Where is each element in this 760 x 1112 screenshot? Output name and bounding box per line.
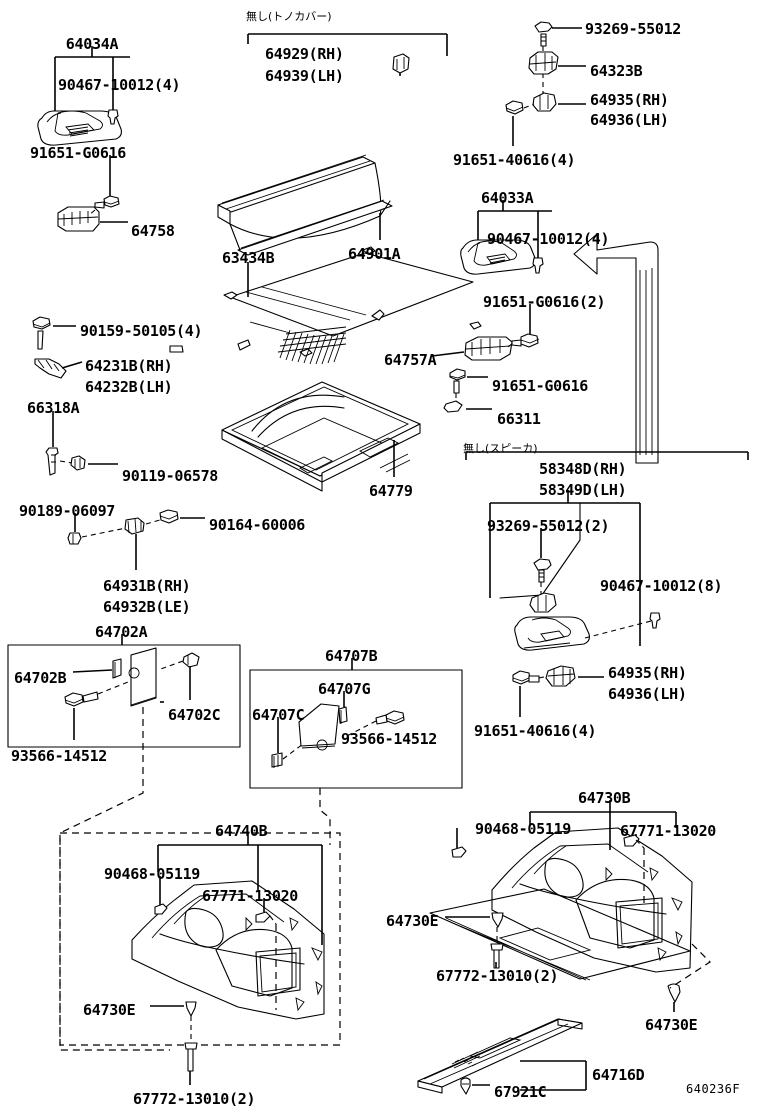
label-64707g[interactable]: 64707G <box>318 680 371 698</box>
part-64779 <box>221 381 421 492</box>
label-91651-g0616-2[interactable]: 91651-G0616(2) <box>483 293 606 311</box>
label-64932b-le[interactable]: 64932B(LE) <box>103 598 191 616</box>
label-64702c[interactable]: 64702C <box>168 706 221 724</box>
label-93566-14512b[interactable]: 93566-14512 <box>341 730 438 748</box>
group-64702a <box>7 634 241 1051</box>
label-90467-10012-4a[interactable]: 90467-10012(4) <box>58 76 181 94</box>
label-64231b-rh[interactable]: 64231B(RH) <box>85 357 173 375</box>
group-64033a <box>431 200 552 361</box>
label-64034a[interactable]: 64034A <box>65 35 119 53</box>
label-90467-10012-8[interactable]: 90467-10012(8) <box>600 577 723 595</box>
label-64779[interactable]: 64779 <box>369 482 413 500</box>
label-90189-06097[interactable]: 90189-06097 <box>19 502 116 520</box>
label-64901a[interactable]: 64901A <box>348 245 401 263</box>
flow-arrow-icon <box>573 233 659 464</box>
group-64231b <box>32 316 83 379</box>
label-91651-g0616b[interactable]: 91651-G0616 <box>492 377 589 395</box>
label-64936-lh-top[interactable]: 64936(LH) <box>590 111 669 129</box>
label-64232b-lh[interactable]: 64232B(LH) <box>85 378 173 396</box>
label-93566-14512a[interactable]: 93566-14512 <box>11 747 108 765</box>
label-67772-13010-2a[interactable]: 67772-13010(2) <box>133 1090 256 1108</box>
group-64323b <box>505 21 586 146</box>
group-64730b <box>429 800 711 1012</box>
label-64936-lh-bot[interactable]: 64936(LH) <box>608 685 687 703</box>
label-66318a[interactable]: 66318A <box>27 399 80 417</box>
label-64730e-r2[interactable]: 64730E <box>645 1016 698 1034</box>
group-64931b <box>67 509 205 570</box>
label-91651-40616-4a[interactable]: 91651-40616(4) <box>453 151 576 169</box>
label-67772-13010-2b[interactable]: 67772-13010(2) <box>436 967 559 985</box>
group-58348d <box>465 451 749 717</box>
label-64757a[interactable]: 64757A <box>384 351 437 369</box>
part-63434b <box>169 246 482 365</box>
label-64730b[interactable]: 64730B <box>578 789 631 807</box>
group-66311 <box>443 368 492 413</box>
label-58348d-rh[interactable]: 58348D(RH) <box>539 460 627 478</box>
label-58349D-lh[interactable]: 58349D(LH) <box>539 481 627 499</box>
label-64702a[interactable]: 64702A <box>95 623 148 641</box>
label-67771-13020a[interactable]: 67771-13020 <box>202 887 299 905</box>
label-64758[interactable]: 64758 <box>131 222 175 240</box>
label-64707c[interactable]: 64707C <box>252 706 305 724</box>
label-64730e-l1[interactable]: 64730E <box>83 1001 136 1019</box>
label-64702b[interactable]: 64702B <box>14 669 67 687</box>
label-90159-50105-4[interactable]: 90159-50105(4) <box>80 322 203 340</box>
label-note-speaker[interactable]: 無し(スピーカ) <box>463 442 538 455</box>
label-90467-10012-4b[interactable]: 90467-10012(4) <box>487 230 610 248</box>
label-93269-55012-2[interactable]: 93269-55012(2) <box>487 517 610 535</box>
label-67771-13020b[interactable]: 67771-13020 <box>620 822 717 840</box>
label-91651-40616-4b[interactable]: 91651-40616(4) <box>474 722 597 740</box>
label-91651-g0616a[interactable]: 91651-G0616 <box>30 144 127 162</box>
label-diagram-id[interactable]: 640236F <box>686 1082 741 1096</box>
label-64033a[interactable]: 64033A <box>481 189 534 207</box>
group-66318a <box>45 411 118 476</box>
group-64716d <box>417 1018 587 1095</box>
label-64716d[interactable]: 64716D <box>592 1066 645 1084</box>
label-64929-rh[interactable]: 64929(RH) <box>265 45 344 63</box>
label-64931b-rh[interactable]: 64931B(RH) <box>103 577 191 595</box>
group-64707b <box>249 658 463 845</box>
label-66311[interactable]: 66311 <box>497 410 541 428</box>
part-64901a <box>217 154 393 256</box>
label-note-tonneau[interactable]: 無し(トノカバー) <box>246 10 332 23</box>
group-64929 <box>247 33 448 76</box>
label-67921c[interactable]: 67921C <box>494 1083 547 1101</box>
label-90119-06578[interactable]: 90119-06578 <box>122 467 219 485</box>
label-64740b[interactable]: 64740B <box>215 822 268 840</box>
group-64034a <box>37 46 130 232</box>
label-64730e-r1[interactable]: 64730E <box>386 912 439 930</box>
label-90468-05119a[interactable]: 90468-05119 <box>104 865 201 883</box>
label-64939-lh[interactable]: 64939(LH) <box>265 67 344 85</box>
label-64323b[interactable]: 64323B <box>590 62 643 80</box>
group-64740b <box>59 832 341 1085</box>
label-63434b[interactable]: 63434B <box>222 249 275 267</box>
label-64707b[interactable]: 64707B <box>325 647 378 665</box>
label-93269-55012[interactable]: 93269-55012 <box>585 20 682 38</box>
label-90164-60006[interactable]: 90164-60006 <box>209 516 306 534</box>
label-90468-05119b[interactable]: 90468-05119 <box>475 820 572 838</box>
label-64935-rh-bot[interactable]: 64935(RH) <box>608 664 687 682</box>
label-64935-rh-top[interactable]: 64935(RH) <box>590 91 669 109</box>
